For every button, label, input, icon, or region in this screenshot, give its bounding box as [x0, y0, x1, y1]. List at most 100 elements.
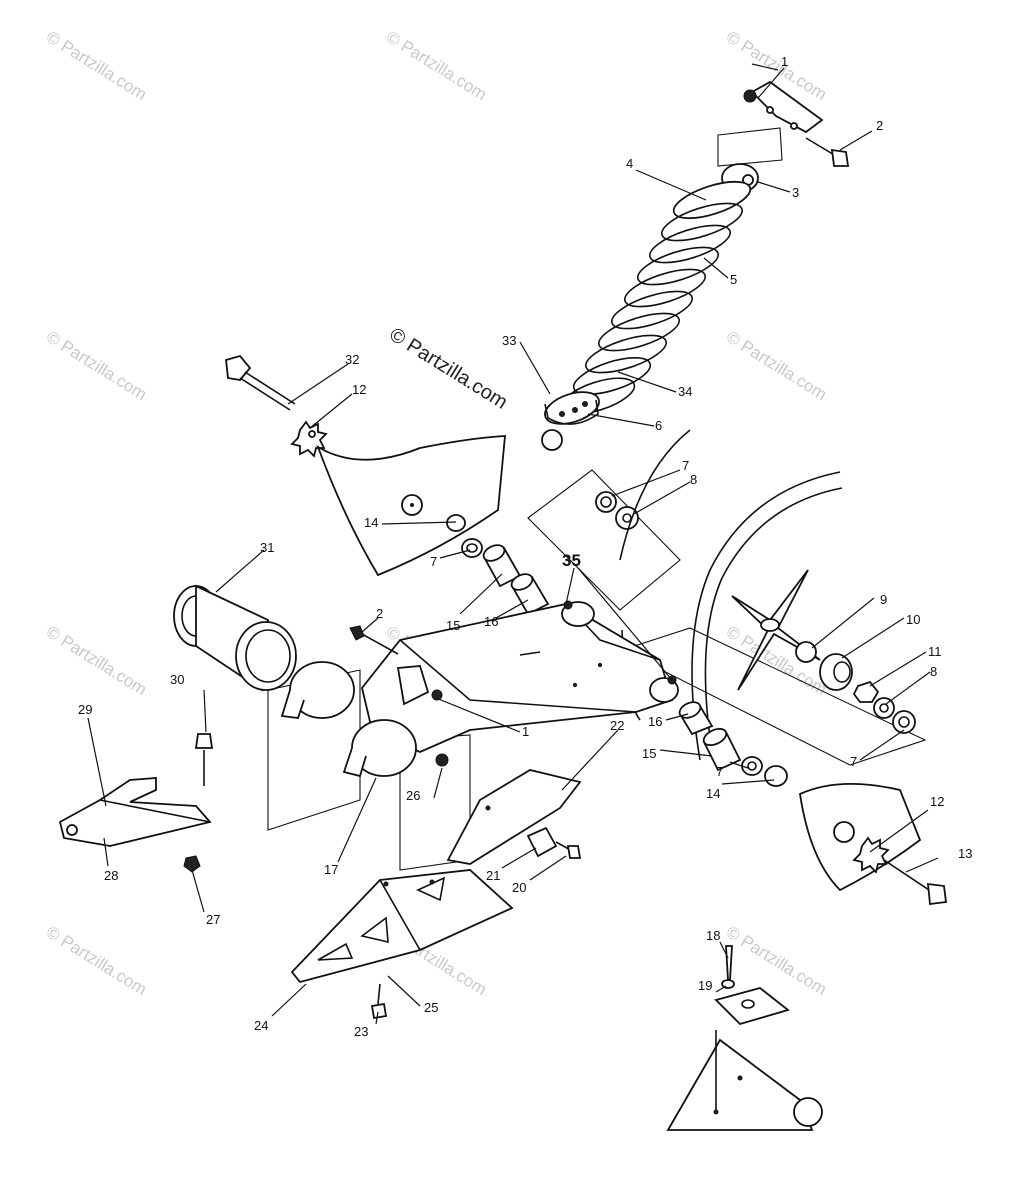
callout-23: 23	[354, 1024, 368, 1039]
watermark: © Partzilla.com	[723, 327, 830, 404]
callout-35: 35	[562, 551, 581, 570]
skid-plate-cutout	[317, 942, 354, 961]
arm-dot	[597, 662, 603, 668]
washer-8	[873, 697, 895, 719]
coil-spring	[560, 180, 752, 415]
callout-22: 22	[610, 718, 624, 733]
leader-lines	[87, 63, 939, 1025]
callout-4: 4	[626, 156, 633, 171]
spacer-9	[795, 641, 817, 663]
callout-16-upper: 16	[484, 614, 498, 629]
plane-shock-top	[717, 127, 783, 167]
upper-right-washers	[595, 491, 639, 530]
lower-mount	[446, 769, 582, 865]
bolt-23	[370, 1002, 388, 1020]
star-washer	[852, 836, 890, 874]
callout-12-lower: 12	[930, 794, 944, 809]
callout-1-top: 1	[781, 54, 788, 69]
lower-pivot-stack	[678, 701, 788, 787]
shock-absorber	[541, 80, 850, 451]
plane-upper-bushings	[527, 469, 681, 611]
bolt-head	[349, 625, 365, 641]
bolt-head	[830, 148, 850, 167]
callout-12-upper: 12	[352, 382, 366, 397]
bolt-head	[225, 354, 252, 381]
nut-11	[852, 680, 880, 703]
bracket-29	[58, 777, 212, 847]
side-plate-right	[799, 782, 922, 892]
callout-29: 29	[78, 702, 92, 717]
bolt-13-shaft	[883, 859, 933, 893]
mount-hole	[485, 805, 491, 811]
callout-3: 3	[792, 185, 799, 200]
left-bracket	[58, 733, 214, 873]
callout-18: 18	[706, 928, 720, 943]
plate-hole	[833, 821, 855, 843]
shock-lower-eye	[541, 429, 563, 451]
callout-6: 6	[655, 418, 662, 433]
hub-10	[819, 653, 853, 691]
grease-fitting	[563, 600, 573, 610]
callout-33: 33	[502, 333, 516, 348]
inset-arm	[666, 1038, 814, 1131]
callout-10: 10	[906, 612, 920, 627]
callout-28: 28	[104, 868, 118, 883]
spacer-21	[526, 826, 558, 858]
callout-21: 21	[486, 868, 500, 883]
housing-flange-right	[235, 621, 297, 691]
callout-34: 34	[678, 384, 692, 399]
upper-left-hardware	[225, 354, 328, 458]
callout-8-upper: 8	[690, 472, 697, 487]
callout-9: 9	[880, 592, 887, 607]
watermark: © Partzilla.com	[43, 622, 150, 699]
washer-8	[615, 506, 639, 530]
callout-11: 11	[928, 644, 942, 659]
callout-20: 20	[512, 880, 526, 895]
bracket-hole	[790, 122, 798, 130]
callout-17: 17	[324, 862, 338, 877]
axle-housing	[173, 584, 417, 778]
skid-plate	[290, 869, 514, 1020]
bracket-hole	[66, 824, 78, 836]
callout-numbers: 1 2 3 4 5 33 34 6 32 12 7 8 31 14 7 15 1…	[78, 54, 972, 1039]
washer-7	[461, 538, 483, 558]
callout-13: 13	[958, 846, 972, 861]
watermark: © Partzilla.com	[723, 922, 830, 999]
inset-plate	[714, 987, 790, 1026]
callout-2-left: 2	[376, 606, 383, 621]
callout-7-right: 7	[850, 754, 857, 769]
inset-pin-18	[725, 945, 733, 981]
washer-14	[446, 514, 466, 532]
arm-dot	[572, 682, 578, 688]
mount-22	[446, 769, 582, 865]
bolt-13-head	[926, 882, 948, 906]
callout-32: 32	[345, 352, 359, 367]
watermark: © Partzilla.com	[43, 922, 150, 999]
callout-7-upper-left: 7	[430, 554, 437, 569]
hub-center	[760, 618, 780, 632]
callout-25: 25	[424, 1000, 438, 1015]
watermark: © Partzilla.com	[383, 27, 490, 104]
callout-8-right: 8	[930, 664, 937, 679]
clamp-tab-upper	[280, 689, 305, 719]
callout-14-lower: 14	[706, 786, 720, 801]
callout-19: 19	[698, 978, 712, 993]
callout-15-lower: 15	[642, 746, 656, 761]
callout-1-lower: 1	[522, 724, 529, 739]
plate-hole-center	[410, 503, 414, 507]
callout-27: 27	[206, 912, 220, 927]
skid-plate-cutout	[360, 916, 389, 944]
tire-outer	[691, 471, 841, 761]
nut-27	[183, 855, 201, 873]
nut-26	[435, 753, 449, 767]
watermark: © Partzilla.com	[43, 327, 150, 404]
plane-hub	[620, 627, 927, 766]
seat-dot	[559, 411, 565, 417]
clamp-tab-lower	[342, 747, 367, 778]
callout-31: 31	[260, 540, 274, 555]
right-side-plate	[799, 782, 948, 906]
skid-plate-edge	[379, 879, 421, 951]
bolt-shaft	[361, 633, 399, 655]
callout-5: 5	[730, 272, 737, 287]
